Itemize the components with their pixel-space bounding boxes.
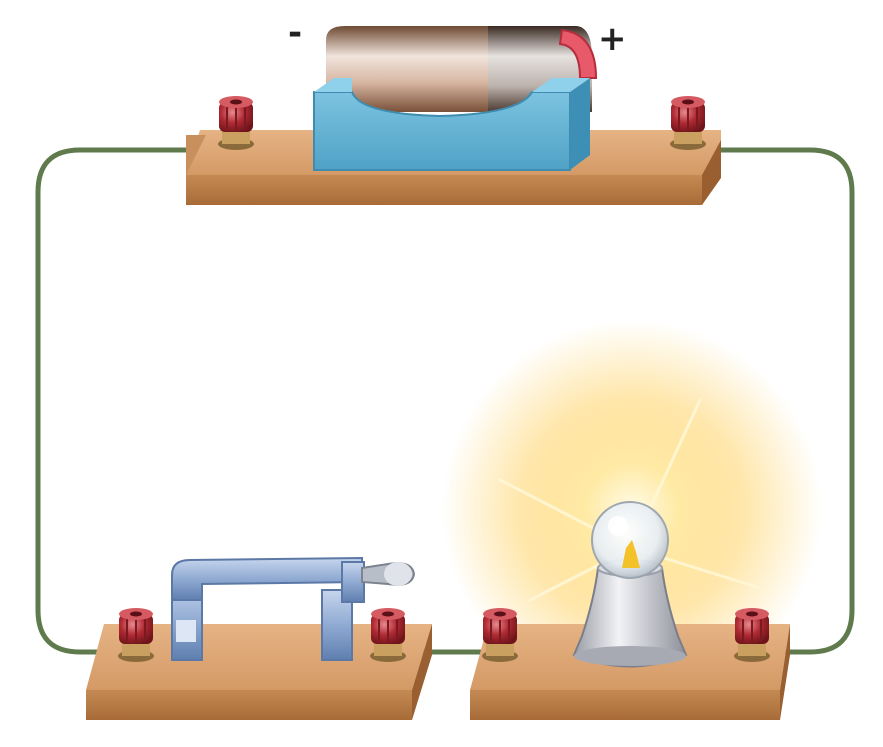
positive-label: +	[598, 19, 627, 59]
lamp-base	[572, 567, 688, 668]
terminal-post-switch-left	[117, 607, 155, 663]
switch-blade	[171, 556, 363, 601]
terminal-post-battery-left	[217, 95, 255, 151]
terminal-post-lamp-left	[481, 607, 519, 663]
terminal-post-lamp-right	[733, 607, 771, 663]
battery: - +	[288, 13, 627, 171]
lamp-filament	[622, 540, 640, 568]
battery-holder	[313, 91, 571, 171]
negative-label: -	[288, 13, 302, 53]
wire-top-right	[683, 147, 855, 655]
terminal-post-switch-right	[369, 607, 407, 663]
lamp	[572, 501, 688, 668]
terminal-post-battery-right	[669, 95, 707, 151]
switch	[171, 556, 416, 661]
wire-top-left	[35, 147, 231, 655]
